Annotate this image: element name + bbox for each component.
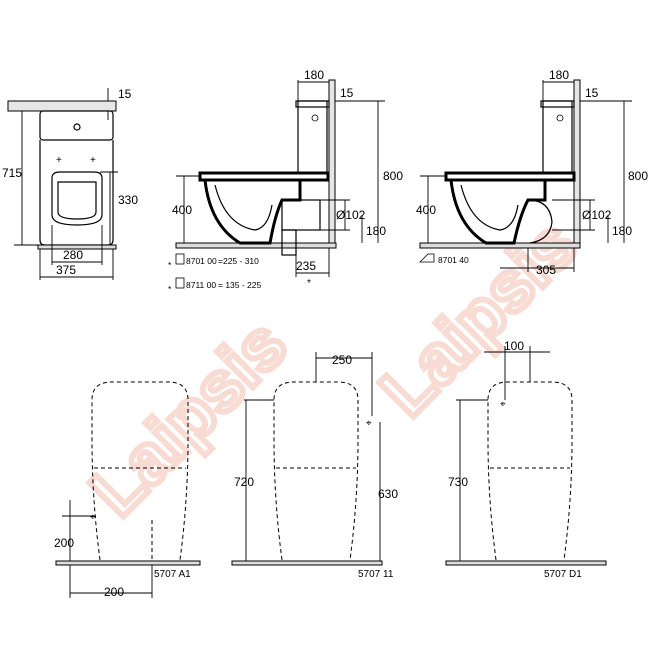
note2-range: = 135 - 225 <box>218 280 262 290</box>
dim-side1-gap: 15 <box>340 86 354 100</box>
dim-front-inner-width: 280 <box>63 248 83 262</box>
dim-bottom2-top-offset: 250 <box>332 353 352 367</box>
dim-bottom3-height: 730 <box>448 475 468 489</box>
dim-front-top: 15 <box>118 87 132 101</box>
side-view-2: 180 15 800 400 Ø102 180 305 8701 40 <box>416 68 648 277</box>
mount-mark-1: + <box>56 155 62 166</box>
side2-button-icon <box>556 114 564 122</box>
dim-side1-bowl: 400 <box>172 203 192 217</box>
dim-side1-tank: 180 <box>304 68 324 82</box>
dim-front-seat: 330 <box>118 193 138 207</box>
mount-mark-2: + <box>90 155 96 166</box>
front-seat <box>51 171 103 226</box>
bottom-view-2: 250 ⌖ 720 630 5707 11 <box>231 352 398 580</box>
dim-bottom3-top-offset: 100 <box>504 339 524 353</box>
bottom1-label: 5707 A1 <box>154 569 191 580</box>
side2-trap <box>460 184 519 231</box>
dim-side2-height: 800 <box>628 169 648 183</box>
flush-button-icon <box>73 123 81 131</box>
connector-icon-3 <box>419 253 435 263</box>
bottom-view-1: ⌖ 200 200 5707 A1 <box>54 381 201 599</box>
dim-bottom1-height: 200 <box>54 536 74 550</box>
dim-side2-bowl: 400 <box>416 203 436 217</box>
front-top-plate <box>7 100 117 112</box>
bottom3-floor <box>445 560 607 566</box>
bottom-view-3: ⌖ 100 730 5707 D1 <box>445 339 607 580</box>
dim-side1-outlet-height: 180 <box>366 224 386 238</box>
bottom2-label: 5707 11 <box>358 569 394 580</box>
side1-trap <box>214 184 273 231</box>
side2-wall <box>573 79 581 246</box>
side2-seat <box>444 171 576 182</box>
side1-wall <box>328 79 336 246</box>
dim-front-height: 715 <box>2 166 22 180</box>
dim-bottom2-height-right: 630 <box>378 487 398 501</box>
bottom3-connection-icon: ⌖ <box>500 399 506 410</box>
side2-cistern-lid <box>540 100 575 108</box>
dim-side2-outlet-diam: Ø102 <box>582 208 612 222</box>
dim-side2-tank: 180 <box>549 68 569 82</box>
side2-bowl <box>449 179 547 245</box>
bottom2-floor <box>231 560 383 566</box>
side1-outlet <box>281 199 321 231</box>
dim-side1-height: 800 <box>383 169 403 183</box>
bottom2-outline <box>273 381 359 561</box>
side1-cistern <box>297 100 328 174</box>
note2-mark: * <box>168 284 172 294</box>
side1-cistern-lid <box>295 100 330 108</box>
bottom1-outline <box>91 381 189 561</box>
side1-seat <box>198 171 330 182</box>
bottom1-floor <box>55 560 201 566</box>
side2-note-code: 8701 40 <box>438 255 469 265</box>
front-cistern <box>39 110 114 141</box>
side2-cistern <box>542 100 573 174</box>
front-view: + + 715 15 330 280 375 <box>2 87 138 280</box>
front-floor <box>37 244 117 250</box>
dim-side2-gap: 15 <box>585 86 599 100</box>
note1-mark: * <box>168 260 172 270</box>
side1-bowl <box>203 179 302 245</box>
front-seat-inner <box>57 181 97 220</box>
dim-bottom2-height-left: 720 <box>234 475 254 489</box>
connector-icon-1 <box>175 253 185 265</box>
side2-outlet-bend <box>527 199 553 244</box>
dim-side1-outlet-diam: Ø102 <box>336 208 366 222</box>
bottom1-connection-icon: ⌖ <box>90 512 96 523</box>
side-view-1: 180 15 800 400 Ø102 180 235 * * 8701 00 … <box>168 68 403 294</box>
note2-code: 8711 00 <box>186 280 216 290</box>
connector-icon-2 <box>175 277 185 289</box>
bottom2-connection-icon: ⌖ <box>366 418 372 429</box>
dim-front-outer-width: 375 <box>56 263 76 277</box>
dim-side2-outlet-offset: 305 <box>536 263 556 277</box>
side1-button-icon <box>311 114 319 122</box>
side1-pan-connector <box>281 229 297 256</box>
bottom3-label: 5707 D1 <box>544 569 582 580</box>
note1-range: =225 - 310 <box>218 256 259 266</box>
dim-side1-outlet-offset: 235 <box>296 259 316 273</box>
side1-asterisk: * <box>307 278 311 289</box>
dim-bottom1-offset: 200 <box>104 585 124 599</box>
dim-side2-outlet-height: 180 <box>612 224 632 238</box>
note1-code: 8701 00 <box>186 256 217 266</box>
